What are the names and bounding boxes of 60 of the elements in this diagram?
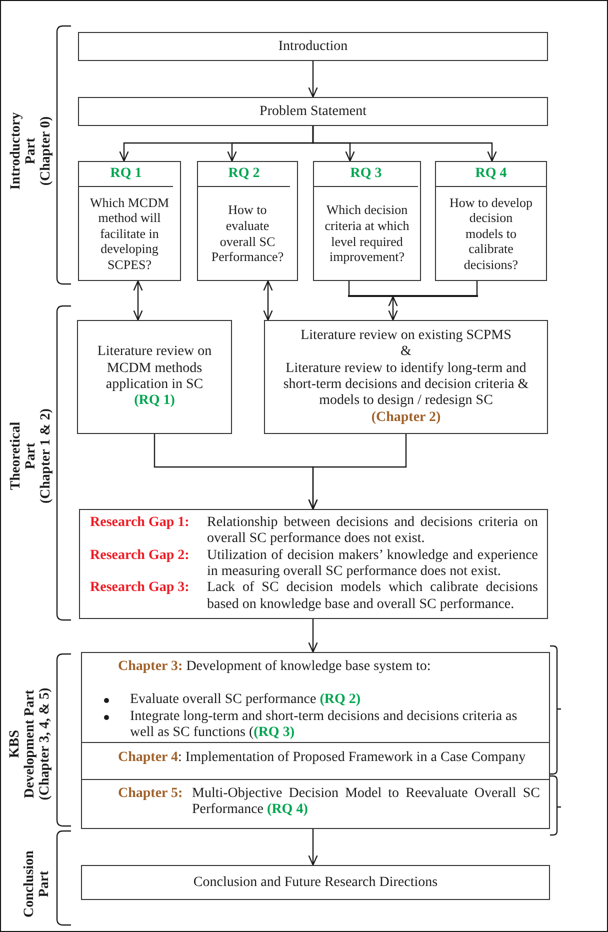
double-arrow xyxy=(263,280,273,321)
question-box xyxy=(435,161,547,281)
section-label: Introductory Part xyxy=(8,112,38,190)
review-text: Literature review to identify long-term and short-term decisions and decision criteria & models to design / redesign SC xyxy=(282,360,530,410)
connector-line xyxy=(348,281,350,296)
question-number: RQ 2 xyxy=(228,166,260,182)
question-text: Which decision criteria at which level required improvement? xyxy=(324,202,410,265)
box-title: Introduction xyxy=(278,38,348,54)
review-text: Literature review on MCDM methods application in SC xyxy=(96,344,213,394)
question-box xyxy=(78,161,181,281)
chapter-reference: (Chapter 2) xyxy=(371,410,441,426)
research-gap-label: Research Gap 3: xyxy=(90,580,190,598)
chapter-box xyxy=(81,742,550,780)
chapter-text: Multi-Objective Decision Model to Reevaluate Overall SC Performance (RQ 4) xyxy=(192,786,540,819)
chapter-heading: Chapter 4: Implementation of Proposed Framework in a Case Company xyxy=(118,750,527,766)
research-gap-label: Research Gap 1: xyxy=(90,515,190,532)
chapter-box xyxy=(81,652,550,743)
research-gap-label: Research Gap 2: xyxy=(90,548,190,565)
section-label: (Chapter 3, 4, & 5) xyxy=(38,688,52,800)
question-number: RQ 4 xyxy=(475,166,507,182)
arrow xyxy=(308,829,318,866)
arrow xyxy=(308,434,407,510)
double-arrow xyxy=(388,296,398,321)
question-number: RQ 1 xyxy=(110,166,142,182)
question-text: How to evaluate overall SC Performance? xyxy=(210,202,285,265)
bullet-text: Evaluate overall SC performance (RQ 2) xyxy=(130,692,362,709)
review-box xyxy=(264,320,548,434)
chapter-heading: Chapter 3: Development of knowledge base system to: xyxy=(118,659,432,676)
chapter-box xyxy=(81,779,550,829)
box-title: Problem Statement xyxy=(260,104,366,120)
review-box xyxy=(77,320,232,434)
section-label: (Chapter 0) xyxy=(38,116,54,186)
box-title: Conclusion and Future Research Directions xyxy=(193,874,438,890)
question-text: Which MCDM method will facilitate in developing SCPES? xyxy=(88,194,170,272)
section-label: Conclusion Part xyxy=(22,850,52,918)
section-label: KBS xyxy=(8,730,22,758)
research-gap-text: Lack of SC decision models which calibrate decisions based on knowledge base and overall SC performance. xyxy=(207,580,538,613)
process-box xyxy=(78,32,548,61)
section-label: Development Part xyxy=(22,690,38,798)
process-box xyxy=(81,865,550,900)
research-gap-text: Utilization of decision makers’ knowledge and experience in measuring overall SC performance does not exist. xyxy=(207,548,538,580)
question-box xyxy=(197,161,298,281)
review-text: Literature review on existing SCPMS xyxy=(300,328,512,344)
section-label: Theoretical Part xyxy=(8,422,38,490)
question-reference: (RQ 1) xyxy=(134,393,175,410)
double-arrow xyxy=(133,280,143,321)
section-label: (Chapter 1 & 2) xyxy=(38,408,54,504)
question-number: RQ 3 xyxy=(350,166,382,182)
chapter-label: Chapter 5: xyxy=(118,786,184,803)
arrow xyxy=(312,126,497,162)
arrow xyxy=(308,619,318,653)
bullet-text: Integrate long-term and short-term decisions and decisions criteria as well as SC functions ((RQ 3) xyxy=(130,708,518,742)
review-text: & xyxy=(400,344,412,361)
research-gap-box xyxy=(79,509,548,619)
research-gap-text: Relationship between decisions and decisions criteria on overall SC performance does not exist. xyxy=(207,515,538,548)
question-text: How to develop decision models to calibrate decisions? xyxy=(449,194,533,272)
process-box xyxy=(78,97,548,126)
arrow xyxy=(308,61,318,98)
connector-line xyxy=(476,281,478,296)
question-box xyxy=(313,161,421,281)
